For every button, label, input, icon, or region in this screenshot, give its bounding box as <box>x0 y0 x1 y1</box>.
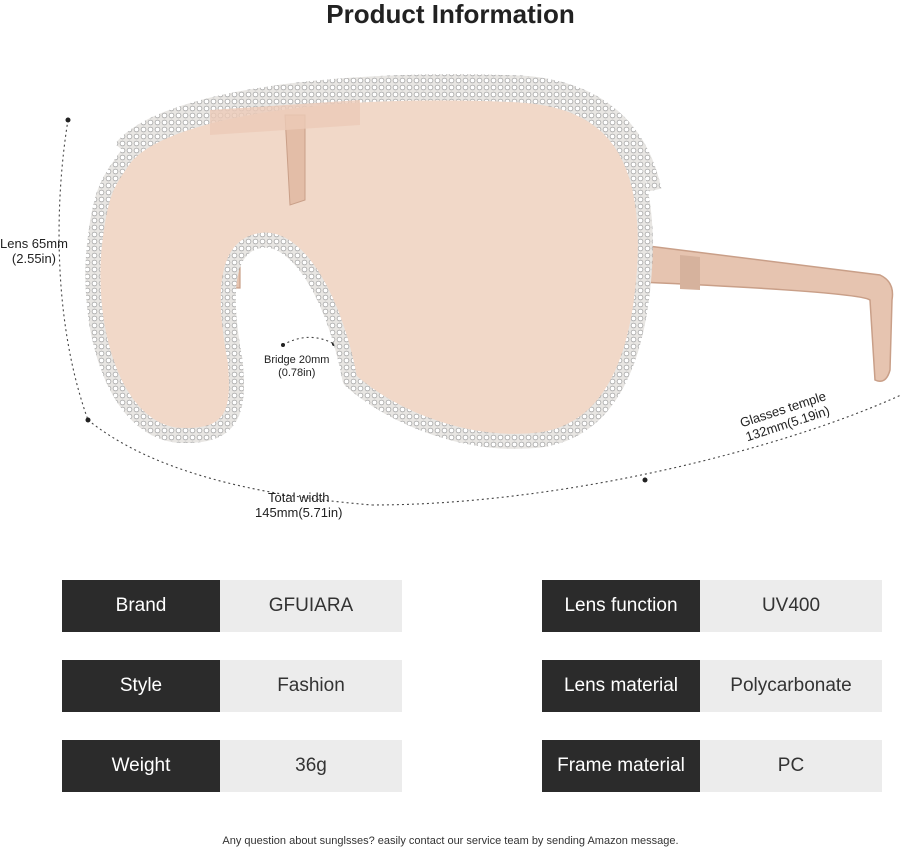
total-width-text: Total width <box>268 490 330 505</box>
spec-row-style: Style Fashion <box>62 660 402 712</box>
dimension-guides <box>58 119 901 506</box>
lens-size-text: Lens 65mm <box>0 236 68 251</box>
lens-dimension-label: Lens 65mm (2.55in) <box>0 236 68 266</box>
spec-row-lens-material: Lens material Polycarbonate <box>542 660 882 712</box>
total-width-label: Total width 145mm(5.71in) <box>255 490 342 520</box>
top-rhinestone-band <box>114 74 662 192</box>
spec-value: PC <box>700 740 882 792</box>
spec-row-frame-material: Frame material PC <box>542 740 882 792</box>
spec-label: Frame material <box>542 740 700 792</box>
spec-row-lens-function: Lens function UV400 <box>542 580 882 632</box>
bridge-dimension-label: Bridge 20mm (0.78in) <box>264 354 329 380</box>
spec-label: Brand <box>62 580 220 632</box>
lens-size-inches: (2.55in) <box>11 251 56 266</box>
lens-height-guide <box>58 119 89 421</box>
spec-value: GFUIARA <box>220 580 402 632</box>
spec-value: Fashion <box>220 660 402 712</box>
spec-label: Lens function <box>542 580 700 632</box>
sunglasses-illustration <box>58 74 901 506</box>
spec-row-brand: Brand GFUIARA <box>62 580 402 632</box>
page-title: Product Information <box>326 0 575 29</box>
spec-value: UV400 <box>700 580 882 632</box>
spec-value: 36g <box>220 740 402 792</box>
spec-label: Lens material <box>542 660 700 712</box>
total-width-guide <box>87 419 373 506</box>
bridge-size-inches: (0.78in) <box>278 367 316 379</box>
spec-label: Weight <box>62 740 220 792</box>
spec-row-weight: Weight 36g <box>62 740 402 792</box>
spec-value: Polycarbonate <box>700 660 882 712</box>
temple-hinge <box>680 255 700 290</box>
spec-label: Style <box>62 660 220 712</box>
temple-arm <box>639 244 894 382</box>
brow-bar <box>210 100 360 135</box>
bridge-size-text: Bridge 20mm <box>264 354 330 366</box>
footer-note: Any question about sunglsses? easily con… <box>222 835 679 847</box>
bridge-guide <box>282 336 335 346</box>
shield-lens <box>85 85 653 449</box>
total-width-size: 145mm(5.71in) <box>255 505 343 520</box>
